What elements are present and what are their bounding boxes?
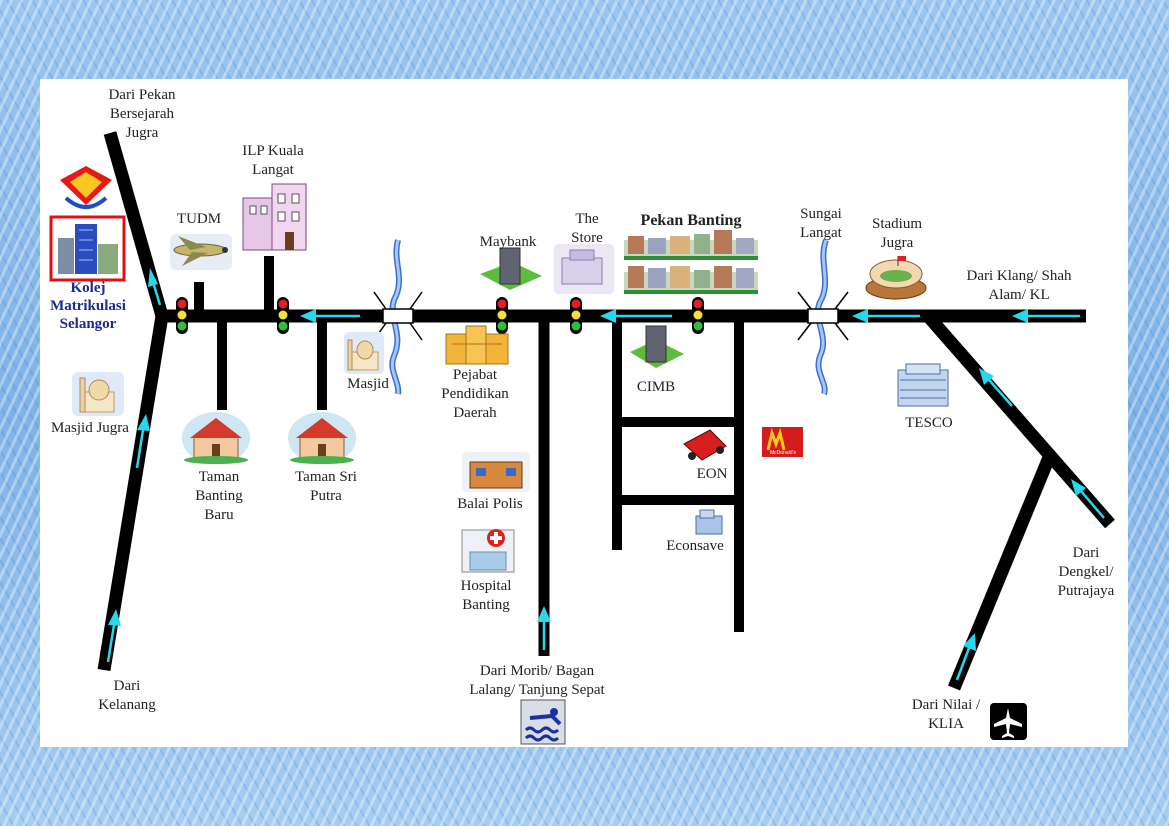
pekan-banting-icon [624,230,758,294]
arrow-nilai [955,633,976,681]
arrow-main-east-2 [852,309,920,323]
arrow-dengkel-1 [1071,479,1105,519]
airport-icon [990,703,1027,740]
mcdonalds-text: McDonald's [770,450,796,456]
eon-icon [683,429,727,461]
road-to-kelanang [97,314,169,672]
maybank-icon [480,247,542,290]
label-balai-polis: Balai Polis [457,496,523,512]
road-nilai [947,452,1057,691]
plane-icon [170,234,232,270]
label-dari-morib: Dari Morib/ Bagan Lalang/ Tanjung Sepat [469,663,605,698]
traffic-light-2 [277,297,289,334]
arrow-main-center [600,309,672,323]
label-maybank: Maybank [479,234,537,250]
label-hospital: Hospital Banting [460,578,512,613]
traffic-light-4 [570,297,582,334]
label-dari-nilai: Dari Nilai / KLIA [911,697,981,732]
label-masjid: Masjid [347,376,389,392]
traffic-light-1 [176,297,188,334]
label-ilp: ILP Kuala Langat [242,143,304,178]
label-masjid-jugra: Masjid Jugra [51,420,129,436]
arrow-dengkel-2 [979,368,1013,407]
label-dari-klang: Dari Klang/ Shah Alam/ KL [966,268,1072,303]
arrow-kelanang-1 [106,609,121,663]
arrow-main-west [300,309,360,323]
label-tesco: TESCO [905,415,953,431]
econsave-icon [695,509,723,535]
masjid-icon [344,332,384,374]
label-tudm: TUDM [176,211,222,227]
arrow-morib [537,606,551,650]
traffic-light-3 [496,297,508,334]
kolej-building-icon [49,215,126,282]
taman-sri-putra-icon [288,412,356,464]
label-pejabat: Pejabat Pendidikan Daerah [441,367,509,421]
label-the-store: The Store [571,211,603,246]
arrow-main-east-1 [1012,309,1080,323]
stadium-icon [865,256,927,300]
label-econsave: Econsave [666,538,724,554]
label-cimb: CIMB [636,379,676,395]
the-store-icon [554,244,614,294]
tesco-icon [897,363,949,407]
traffic-light-5 [692,297,704,334]
arrow-kelanang-2 [135,414,150,469]
balai-polis-icon [462,452,530,492]
cimb-icon [630,325,684,368]
bridge-east [797,291,849,341]
hospital-icon [461,529,515,573]
mcdonalds-icon: McDonald's [762,427,803,457]
masjid-jugra-icon [72,372,124,416]
label-dari-dengkel: Dari Dengkel/ Putrajaya [1057,545,1115,599]
label-taman-sri-putra: Taman Sri Putra [295,469,357,504]
label-dari-pekan: Dari Pekan Bersejarah Jugra [108,87,176,141]
label-dari-kelanang: Dari Kelanang [98,678,156,713]
label-pekan-banting: Pekan Banting [640,212,742,229]
ilp-building-icon [242,183,307,251]
kolej-logo-icon [60,166,112,209]
taman-banting-baru-icon [182,412,250,464]
arrow-jugra-road [148,268,162,306]
label-eon: EON [696,466,728,482]
swimming-icon [520,699,566,745]
label-kolej: Kolej Matrikulasi Selangor [50,280,126,332]
label-sungai-langat: Sungai Langat [800,206,842,241]
label-taman-banting-baru: Taman Banting Baru [195,469,243,523]
pejabat-icon [445,325,509,365]
traffic-lights [176,297,704,334]
label-stadium: Stadium Jugra [871,216,923,251]
